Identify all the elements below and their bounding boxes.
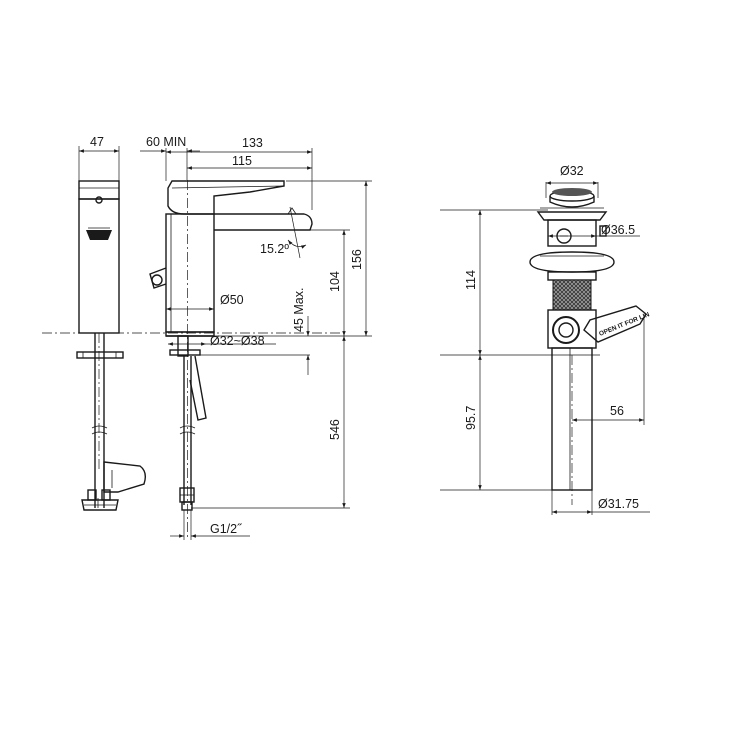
faucet-side-view [76,180,147,511]
dim-133: 133 [242,136,263,150]
dim-dia-36-5: Ø36.5 [601,223,635,237]
dim-45-max: 45 Max. [292,288,306,332]
dim-546: 546 [328,419,342,440]
dim-114: 114 [464,270,478,290]
dim-dia-31-75: Ø31.75 [598,497,639,511]
dim-56: 56 [610,404,624,418]
dim-60-min: 60 MIN [146,135,186,149]
dim-47: 47 [90,135,104,149]
dim-115: 115 [232,154,252,168]
dimension-labels: 47 60 MIN 133 115 15.2º Ø50 Ø32~Ø38 G1/2… [90,135,639,536]
dim-dia-50: Ø50 [220,293,244,307]
dim-thread: G1/2˝ [210,522,242,536]
dim-dia-32: Ø32 [560,164,584,178]
faucet-front-view [149,180,313,540]
dimension-lines [79,149,650,538]
dim-hole-range: Ø32~Ø38 [210,334,265,348]
extension-lines [42,146,645,540]
dim-angle: 15.2º [260,242,289,256]
dim-156: 156 [350,249,364,270]
dim-104: 104 [328,271,342,292]
dim-95-7: 95.7 [464,406,478,430]
